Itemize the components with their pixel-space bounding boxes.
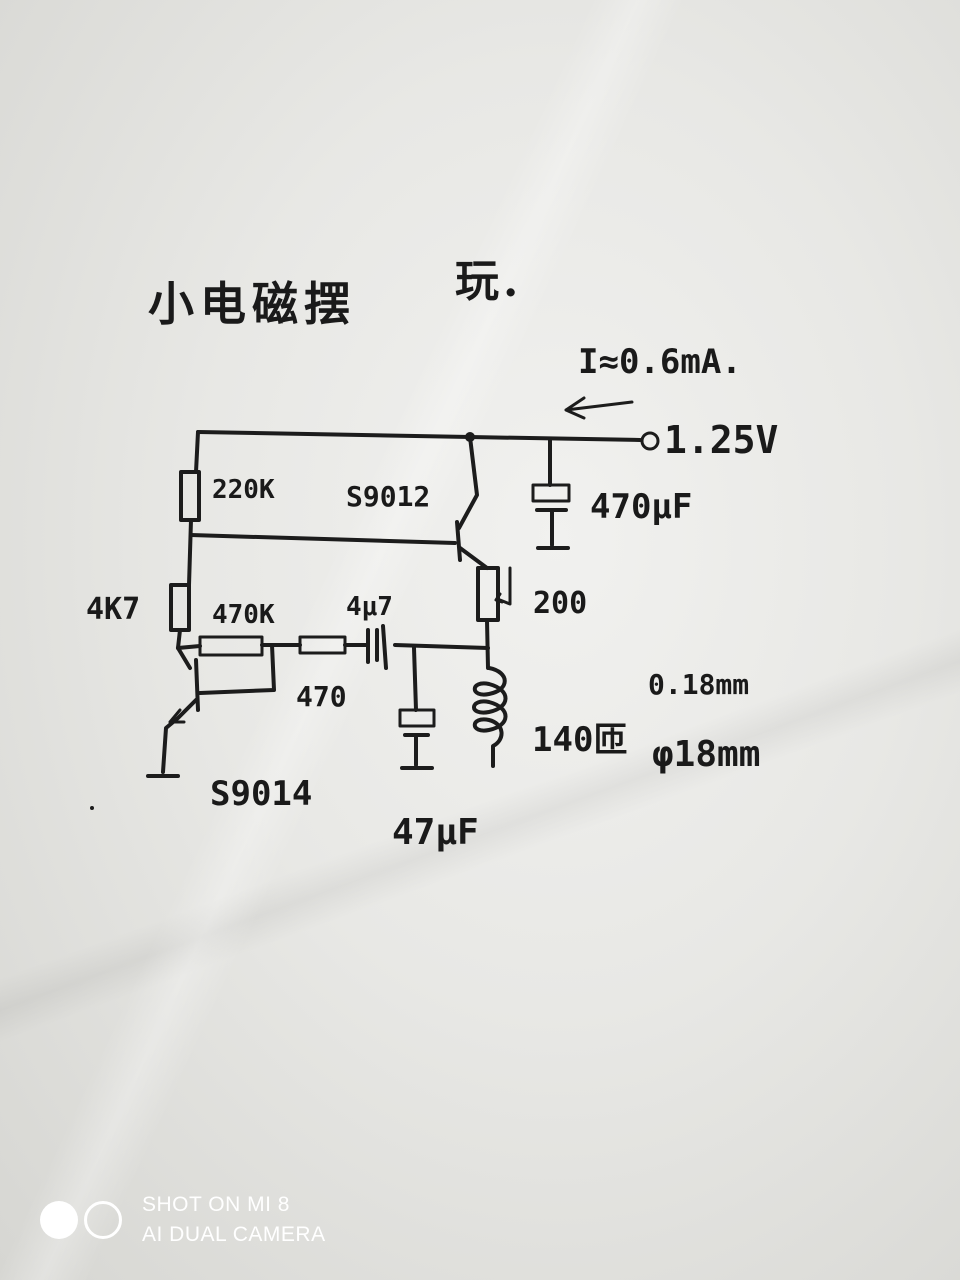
lens-ring-icon: [84, 1201, 122, 1239]
pot-wiper-arrow: [494, 566, 512, 606]
watermark-text: SHOT ON MI 8 AI DUAL CAMERA: [142, 1190, 326, 1250]
supply-rail: [196, 430, 642, 442]
watermark-dual-lens-icon: [40, 1201, 122, 1239]
label-s9014: S9014: [210, 774, 313, 814]
right-wire: [485, 618, 490, 670]
label-470: 470: [296, 680, 347, 713]
left-wire-mid: [187, 518, 193, 587]
current-label: I≈0.6mA.: [578, 342, 742, 382]
diagram-title-trail: 玩.: [455, 256, 523, 307]
supply-terminal: [640, 431, 660, 451]
pnp-emitter: [457, 435, 479, 530]
feedback-loop: [198, 643, 276, 695]
npn-collector: [176, 646, 192, 670]
supply-voltage-label: 1.25V: [664, 418, 779, 462]
cap-4u7: [366, 624, 388, 670]
resistor-470k: [198, 635, 264, 657]
label-4k7: 4K7: [86, 592, 141, 627]
label-47uf: 47μF: [392, 812, 479, 853]
label-coil-turns: 140匝: [532, 720, 628, 760]
left-wire-top: [194, 430, 200, 474]
camera-watermark: SHOT ON MI 8 AI DUAL CAMERA: [40, 1190, 326, 1250]
ground-470uf: [536, 510, 570, 550]
label-coil-diameter: φ18mm: [652, 734, 761, 775]
label-200: 200: [533, 586, 588, 621]
npn-base-bar: [194, 658, 200, 712]
cap-470uf-plate: [531, 483, 571, 503]
label-4u7: 4μ7: [346, 592, 393, 622]
paper-speck: [90, 806, 94, 810]
left-wire-low: [176, 628, 182, 650]
resistor-470: [298, 635, 347, 655]
watermark-line2: AI DUAL CAMERA: [142, 1223, 326, 1246]
label-470k: 470K: [212, 600, 275, 630]
coil-inductor: [472, 666, 508, 768]
lens-filled-icon: [40, 1201, 78, 1239]
ground-47uf: [400, 733, 434, 770]
resistor-4k7: [169, 583, 191, 632]
bottom-bus: [176, 643, 490, 650]
label-wire-diameter: 0.18mm: [648, 668, 750, 701]
resistor-200: [476, 566, 500, 622]
label-220k: 220K: [212, 475, 275, 505]
cap-47uf-plate: [398, 708, 436, 728]
diagram-title: 小电磁摆: [148, 277, 356, 331]
cap-47uf-lead: [412, 646, 418, 712]
current-arrow: [564, 396, 634, 420]
watermark-line1: SHOT ON MI 8: [142, 1193, 290, 1216]
npn-emitter-arrow: [168, 708, 186, 724]
base-wire: [189, 533, 457, 545]
label-470uf: 470μF: [590, 487, 693, 527]
pnp-collector: [458, 546, 489, 570]
label-s9012: S9012: [346, 480, 431, 513]
resistor-220k: [179, 470, 201, 522]
